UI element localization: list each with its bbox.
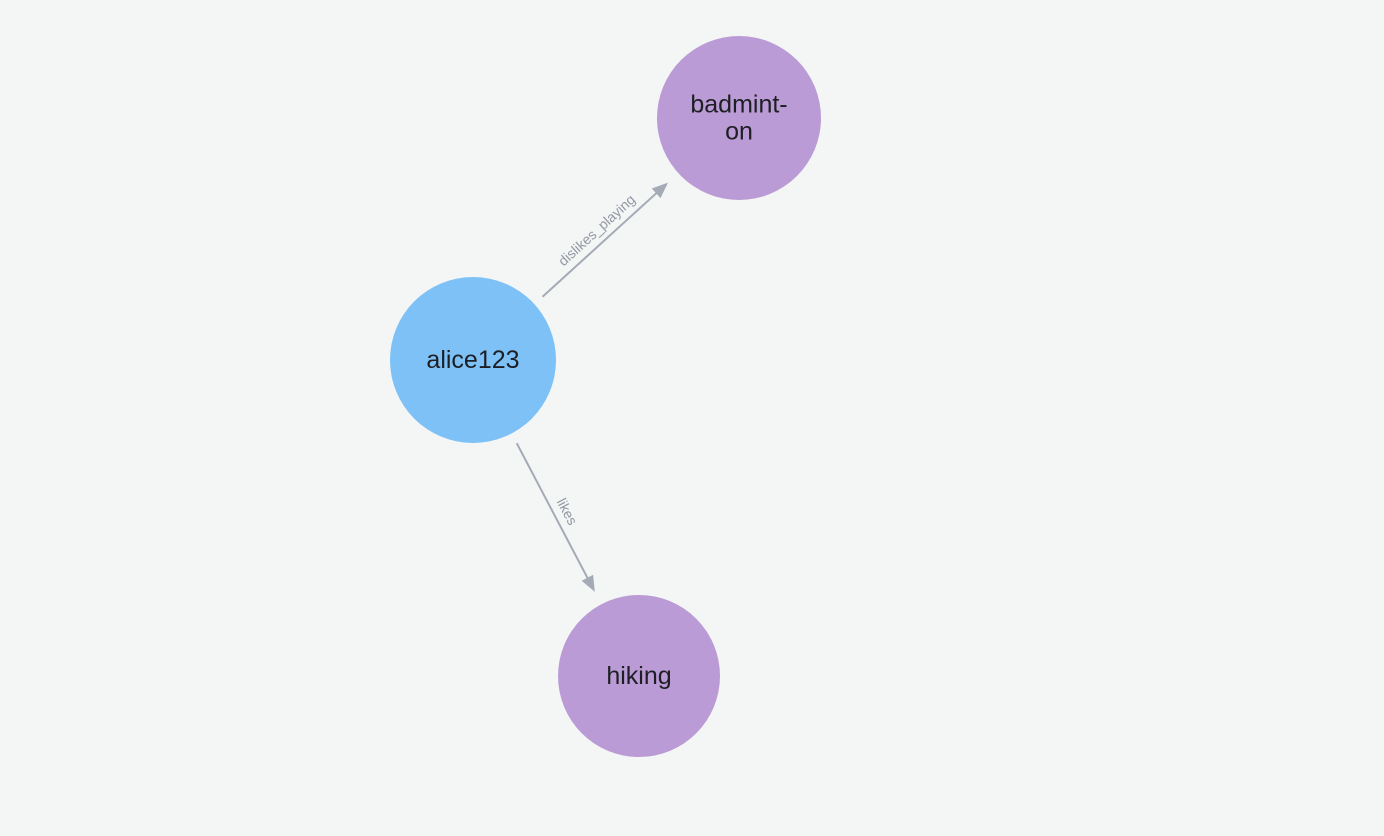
edge-label: dislikes_playing [555,191,638,269]
node-circle-badminton[interactable] [657,36,821,200]
edge-arrowhead-icon [651,182,668,199]
edge-line[interactable] [541,189,660,298]
node-hiking[interactable]: hiking [558,595,720,757]
edge-arrowhead-icon [581,574,595,592]
node-label: alice123 [426,346,519,374]
edge-dislikes_playing[interactable]: dislikes_playing [541,182,668,298]
node-label: badmint-on [690,91,787,146]
edge-likes[interactable]: likes [515,442,595,592]
edge-line[interactable] [515,442,591,582]
node-circle-hiking[interactable] [558,595,720,757]
node-label: hiking [606,662,671,690]
node-alice123[interactable]: alice123 [390,277,556,443]
node-circle-alice123[interactable] [390,277,556,443]
node-badminton[interactable]: badmint-on [657,36,821,200]
